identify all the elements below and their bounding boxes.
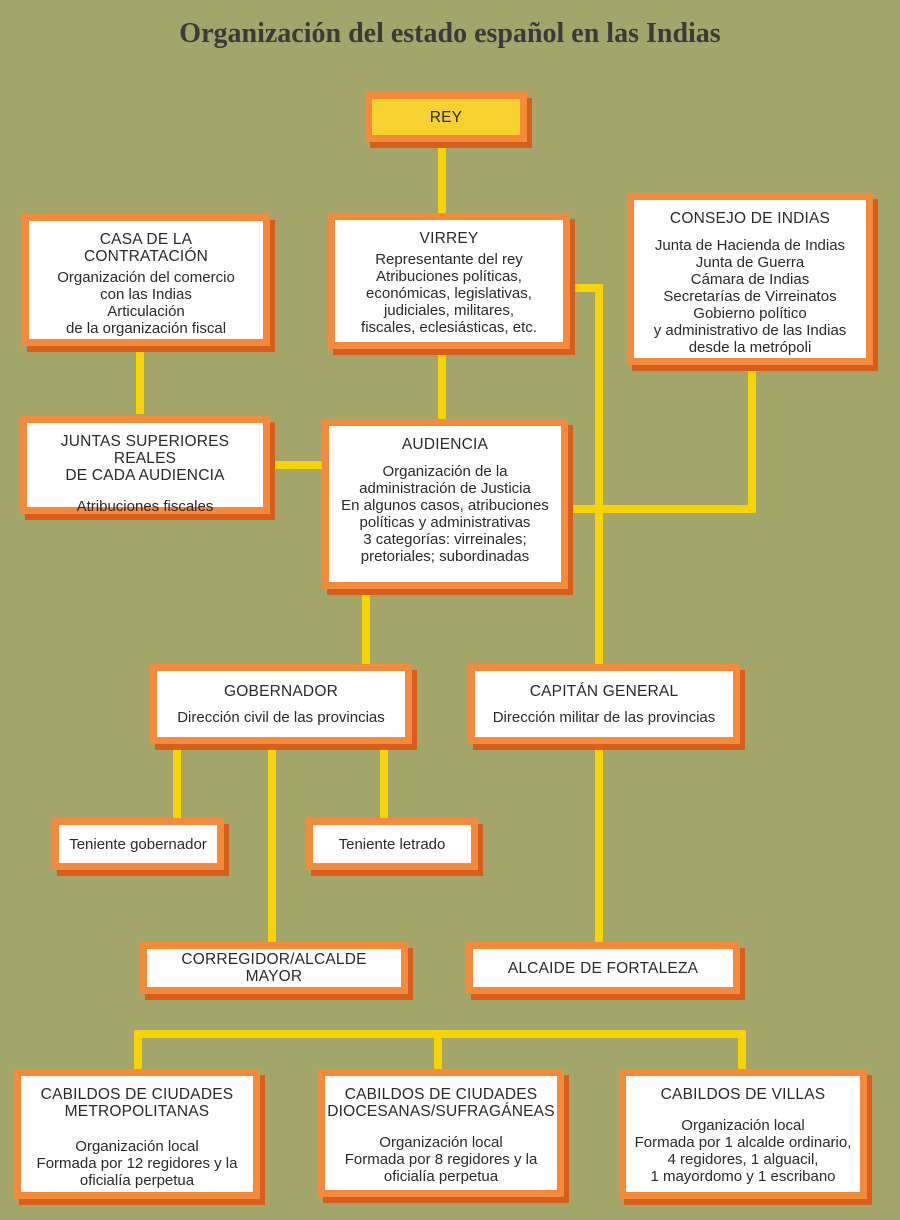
teniente-letrado-box: Teniente letrado [306,818,478,870]
consejo-indias-title: CONSEJO DE INDIAS [669,210,831,227]
capitan-general-box: CAPITÁN GENERAL Dirección militar de las… [468,664,740,744]
rey-label: REY [429,108,463,126]
chart-title: Organización del estado español en las I… [179,18,721,49]
casa-contratacion-box: CASA DE LA CONTRATACIÓN Organización del… [22,214,270,346]
teniente-gobernador-box: Teniente gobernador [52,818,224,870]
alcaide-fortaleza-box: ALCAIDE DE FORTALEZA [466,942,740,994]
capitan-general-title: CAPITÁN GENERAL [529,682,679,700]
juntas-superiores-desc: Atribuciones fiscales [76,498,214,515]
corregidor-label: CORREGIDOR/ALCALDE MAYOR [181,951,367,985]
cabildos-metropolitanas-desc: Organización local Formada por 12 regido… [36,1138,238,1189]
audiencia-box: AUDIENCIA Organización de la administrac… [322,419,568,589]
virrey-desc: Representante del rey Atribuciones polít… [361,251,537,336]
connector-casa-juntas [136,346,144,414]
connector-audiencia-gobernador [362,590,370,664]
connector-virrey-capitan [595,284,603,666]
connector-cabildos-right [738,1030,746,1072]
connector-consejo-down [748,370,756,512]
teniente-letrado-label: Teniente letrado [338,835,446,853]
virrey-title: VIRREY [419,230,479,247]
cabildos-diocesanas-desc: Organización local Formada por 8 regidor… [344,1134,538,1185]
consejo-indias-box: CONSEJO DE INDIAS Junta de Hacienda de I… [627,193,873,365]
casa-contratacion-desc: Organización del comercio con las Indias… [57,269,235,337]
rey-box: REY [365,92,527,142]
connector-consejo-audiencia [566,505,756,513]
gobernador-desc: Dirección civil de las provincias [177,708,385,726]
juntas-superiores-box: JUNTAS SUPERIORES REALES DE CADA AUDIENC… [20,416,270,515]
cabildos-metropolitanas-title: CABILDOS DE CIUDADES METROPOLITANAS [40,1086,234,1120]
connector-gob-teniente [173,745,181,819]
cabildos-villas-desc: Organización local Formada por 1 alcalde… [634,1117,852,1185]
connector-juntas-audiencia [268,461,324,469]
audiencia-title: AUDIENCIA [401,436,489,453]
connector-gob-letrado [380,745,388,819]
cabildos-diocesanas-title: CABILDOS DE CIUDADES DIOCESANAS/SUFRAGÁN… [327,1086,555,1120]
cabildos-metropolitanas-box: CABILDOS DE CIUDADES METROPOLITANAS Orga… [14,1069,260,1199]
consejo-indias-desc: Junta de Hacienda de Indias Junta de Gue… [653,237,847,356]
casa-contratacion-title: CASA DE LA CONTRATACIÓN [83,231,209,265]
connector-virrey-audiencia [438,349,446,419]
cabildos-villas-box: CABILDOS DE VILLAS Organización local Fo… [619,1069,867,1199]
juntas-superiores-title: JUNTAS SUPERIORES REALES DE CADA AUDIENC… [60,433,230,484]
gobernador-box: GOBERNADOR Dirección civil de las provin… [150,664,412,744]
gobernador-title: GOBERNADOR [224,682,338,700]
connector-virrey-right-h [570,284,602,292]
cabildos-diocesanas-box: CABILDOS DE CIUDADES DIOCESANAS/SUFRAGÁN… [318,1069,564,1197]
corregidor-box: CORREGIDOR/ALCALDE MAYOR [140,942,408,994]
cabildos-villas-title: CABILDOS DE VILLAS [660,1086,826,1103]
alcaide-fortaleza-label: ALCAIDE DE FORTALEZA [507,959,699,977]
connector-capitan-alcaide [595,745,603,943]
audiencia-desc: Organización de la administración de Jus… [341,463,549,565]
virrey-box: VIRREY Representante del rey Atribucione… [328,213,570,349]
connector-gob-corregidor [268,745,276,943]
capitan-general-desc: Dirección militar de las provincias [492,708,716,726]
connector-rey-virrey [438,145,446,213]
connector-cabildos-mid [434,1030,442,1072]
teniente-gobernador-label: Teniente gobernador [69,835,207,853]
connector-cabildos-left [134,1030,142,1072]
